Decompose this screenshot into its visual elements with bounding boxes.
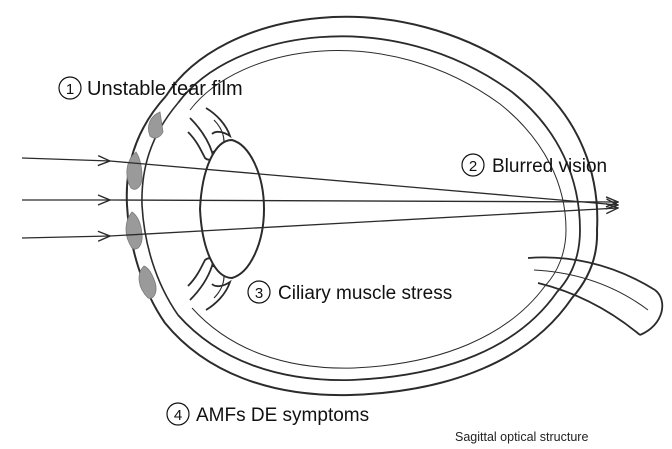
optic-nerve <box>528 257 662 335</box>
label-text: Ciliary muscle stress <box>278 283 452 304</box>
light-ray-lower-incoming <box>22 236 110 238</box>
number-badge-text: 2 <box>469 158 477 175</box>
optic-nerve-end <box>640 290 662 335</box>
lens <box>200 140 264 278</box>
label-amfs-de-symptoms: 4 AMFs DE symptoms <box>167 403 369 426</box>
light-ray-middle <box>110 200 618 202</box>
label-unstable-tear-film: 1 Unstable tear film <box>59 77 243 100</box>
label-blurred-vision: 2 Blurred vision <box>462 154 607 177</box>
label-text: Blurred vision <box>492 156 607 177</box>
light-ray-upper-incoming <box>22 158 110 161</box>
number-badge-text: 1 <box>66 81 74 98</box>
light-ray-lower <box>110 208 618 236</box>
number-badge-text: 4 <box>174 407 182 424</box>
lower-ciliary-body <box>206 282 230 310</box>
tear-droplet <box>127 152 142 189</box>
tear-film-droplets <box>126 112 163 298</box>
tear-droplet <box>126 212 142 249</box>
upper-ciliary-body <box>206 108 230 136</box>
label-text: AMFs DE symptoms <box>196 405 369 426</box>
optic-nerve-lower-edge <box>538 283 640 335</box>
upper-iris <box>188 118 213 160</box>
number-badge-text: 3 <box>255 285 263 302</box>
label-ciliary-muscle-stress: 3 Ciliary muscle stress <box>248 281 452 304</box>
label-text: Unstable tear film <box>87 78 243 100</box>
tear-droplet <box>139 266 156 298</box>
figure-caption: Sagittal optical structure <box>455 430 588 444</box>
lower-iris <box>188 258 213 300</box>
